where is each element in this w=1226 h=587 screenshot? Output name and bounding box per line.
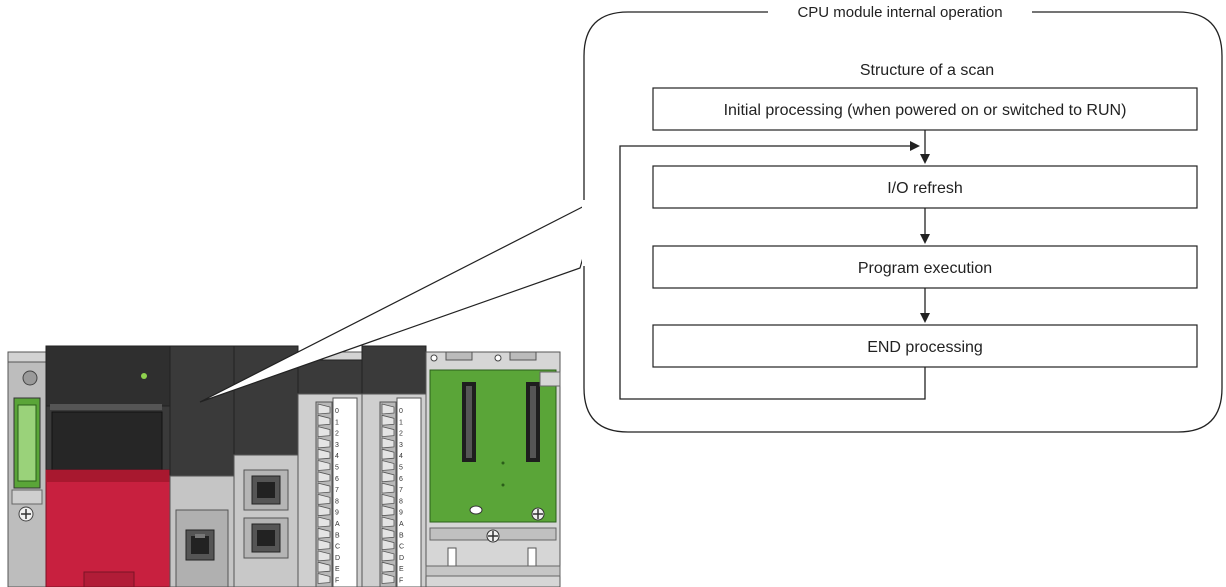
io-channel-label: 3 xyxy=(335,442,339,449)
io-refresh-label: I/O refresh xyxy=(887,180,963,197)
mounting-screw-icon xyxy=(22,370,38,386)
terminal-screw xyxy=(381,516,395,528)
cpu-red-cover xyxy=(45,469,171,587)
terminal-screw xyxy=(381,561,395,573)
io-channel-label: 5 xyxy=(399,465,403,472)
io-channel-label: C xyxy=(335,544,340,551)
io-channel-label: D xyxy=(335,555,340,562)
io-channel-label: 6 xyxy=(399,476,403,483)
io-channel-label: 2 xyxy=(399,431,403,438)
end-processing-box xyxy=(652,324,1198,368)
terminal-screw xyxy=(381,459,395,471)
callout-title: CPU module internal operation xyxy=(797,4,1002,21)
cpu-module xyxy=(45,345,171,587)
io-channel-label: 9 xyxy=(335,510,339,517)
io-channel-label: 5 xyxy=(335,465,339,472)
io-channel-label: F xyxy=(335,578,339,585)
io-channel-label: 6 xyxy=(335,476,339,483)
io-channel-label: 0 xyxy=(335,408,339,415)
network-module xyxy=(169,345,235,587)
io-channel-label: 1 xyxy=(335,419,339,426)
status-led-icon xyxy=(141,373,147,379)
io-channel-label: F xyxy=(399,578,403,585)
terminal-screw xyxy=(381,493,395,505)
io-channel-label: 3 xyxy=(399,442,403,449)
terminal-screw xyxy=(381,471,395,483)
terminal-screw xyxy=(317,527,331,539)
terminal-screw xyxy=(381,572,395,584)
io-channel-label: A xyxy=(335,521,340,528)
io-channel-label: 9 xyxy=(399,510,403,517)
terminal-screw xyxy=(381,426,395,438)
io-channel-label: A xyxy=(399,521,404,528)
empty-slot-base xyxy=(425,351,561,587)
terminal-screw xyxy=(317,437,331,449)
io-channel-label: 2 xyxy=(335,431,339,438)
terminal-screw xyxy=(317,414,331,426)
terminal-screw xyxy=(317,539,331,551)
terminal-screw xyxy=(317,561,331,573)
terminal-screw xyxy=(381,403,395,415)
terminal-screw xyxy=(381,550,395,562)
io-channel-label: C xyxy=(399,544,404,551)
initial-processing-label: Initial processing (when powered on or s… xyxy=(724,102,1127,119)
scan-structure-heading: Structure of a scan xyxy=(860,62,994,79)
terminal-screw xyxy=(381,437,395,449)
terminal-screw xyxy=(317,403,331,415)
io-channel-label: 8 xyxy=(335,498,339,505)
program-execution-label: Program execution xyxy=(858,260,992,277)
terminal-screw xyxy=(381,539,395,551)
io-channel-label: B xyxy=(335,532,340,539)
terminal-screw xyxy=(317,493,331,505)
end-processing-label: END processing xyxy=(867,339,983,356)
terminal-screw xyxy=(317,505,331,517)
io-channel-label: 7 xyxy=(335,487,339,494)
terminal-screw xyxy=(317,550,331,562)
io-channel-label: E xyxy=(399,566,404,573)
flow-arrows xyxy=(619,130,930,400)
terminal-screw xyxy=(381,414,395,426)
io-channel-label: 7 xyxy=(399,487,403,494)
terminal-screw xyxy=(317,516,331,528)
terminal-screw xyxy=(317,482,331,494)
io-channel-label: D xyxy=(399,555,404,562)
io-channel-label: B xyxy=(399,532,404,539)
io-channel-label: 1 xyxy=(399,419,403,426)
io-channel-label: 4 xyxy=(399,453,403,460)
io-channel-label: 8 xyxy=(399,498,403,505)
scan-flow: Initial processing (when powered on or s… xyxy=(619,87,1198,400)
initial-processing-box xyxy=(652,87,1198,131)
program-execution-box xyxy=(652,245,1198,289)
terminal-screw xyxy=(381,505,395,517)
terminal-screw xyxy=(317,426,331,438)
io-channel-label: E xyxy=(335,566,340,573)
io-channel-label: 4 xyxy=(335,453,339,460)
terminal-screw xyxy=(381,527,395,539)
io-channel-label: 0 xyxy=(399,408,403,415)
terminal-screw xyxy=(317,459,331,471)
terminal-screw xyxy=(381,448,395,460)
terminal-screw xyxy=(317,572,331,584)
terminal-screw xyxy=(317,448,331,460)
terminal-screw xyxy=(317,471,331,483)
terminal-screw xyxy=(381,482,395,494)
